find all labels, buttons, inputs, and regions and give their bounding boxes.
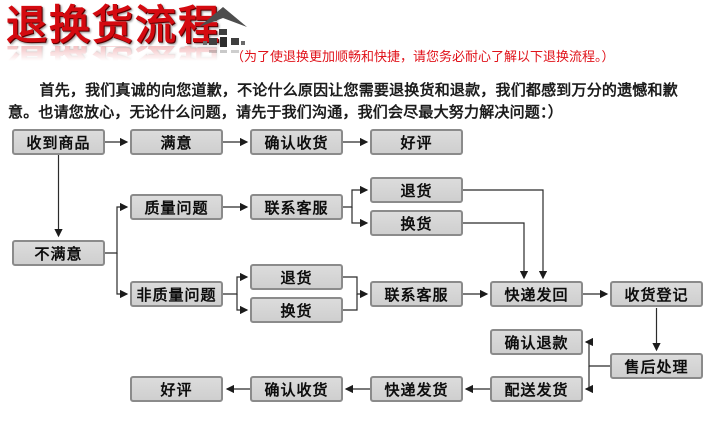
flow-node-confirm-receipt-top: 确认收货 [250, 129, 343, 155]
page-title-text: 退换货流程 [6, 2, 221, 48]
flow-node-good-review-top: 好评 [370, 129, 463, 155]
flow-node-exchange-non-quality: 换货 [250, 297, 343, 323]
flow-node-contact-service-quality: 联系客服 [250, 194, 343, 220]
flow-node-confirm-refund: 确认退款 [490, 329, 583, 355]
header-note: （为了使退换更加顺畅和快捷，请您务必耐心了解以下退换流程。） [231, 49, 615, 64]
intro-paragraph: 首先，我们真诚的向您道歉，不论什么原因让您需要退换货和退款，我们都感到万分的遗憾… [8, 82, 678, 121]
flow-node-quality-issue: 质量问题 [130, 194, 223, 220]
flow-node-contact-service-non-quality: 联系客服 [370, 281, 463, 307]
flow-node-confirm-receipt-bottom: 确认收货 [250, 376, 343, 402]
flow-node-dispatch-goods: 配送发货 [490, 376, 583, 402]
flow-node-unsatisfied: 不满意 [12, 240, 105, 266]
flow-node-good-review-bottom: 好评 [130, 376, 223, 402]
flow-node-after-sales: 售后处理 [610, 353, 703, 379]
flow-node-exchange-quality: 换货 [370, 210, 463, 236]
page-title: 退换货流程 退换货流程 [6, 2, 226, 74]
flow-node-express-return: 快递发回 [490, 281, 583, 307]
flow-node-non-quality-issue: 非质量问题 [130, 281, 223, 307]
flow-node-return-quality: 退货 [370, 177, 463, 203]
flow-node-return-non-quality: 退货 [250, 264, 343, 290]
house-icon [199, 7, 247, 53]
flow-node-express-ship: 快递发货 [370, 376, 463, 402]
flow-node-received: 收到商品 [12, 129, 105, 155]
flow-node-receipt-register: 收货登记 [610, 281, 703, 307]
flow-node-satisfied: 满意 [130, 129, 223, 155]
